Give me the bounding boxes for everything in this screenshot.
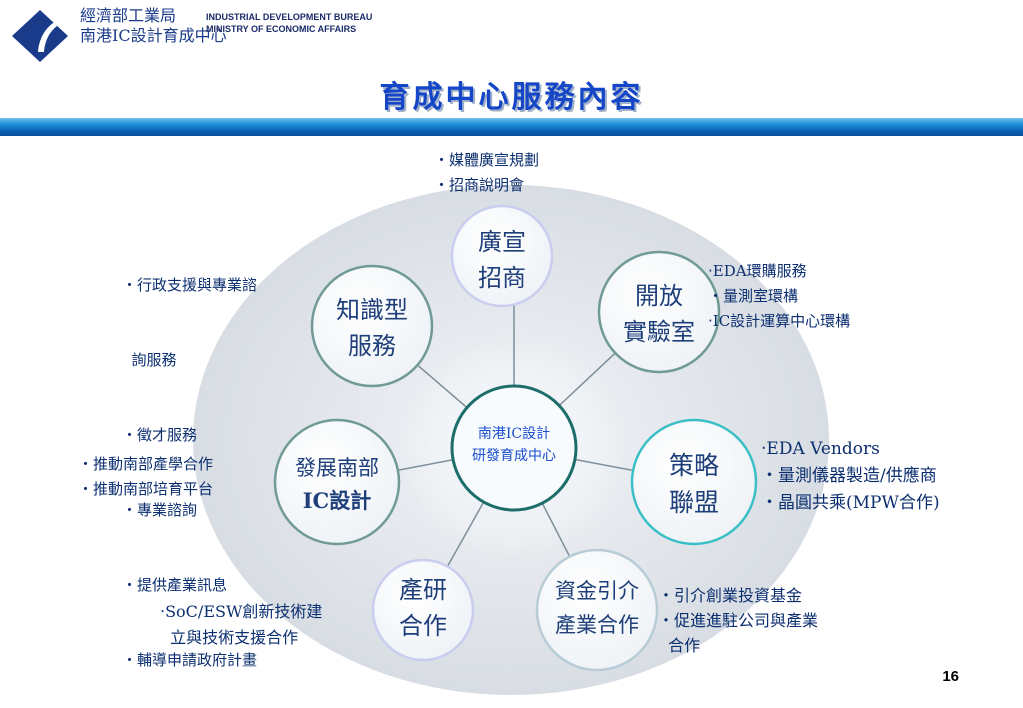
node-open-lab-line2: 實驗室 [623, 318, 695, 346]
bullets-open-lab: ‧EDA環購服務 ‧量測室環構 ‧IC設計運算中心環構 [708, 259, 850, 334]
node-industry-research-line1: 產研 [399, 576, 447, 604]
bullet-item: ‧招商說明會 [434, 176, 525, 194]
node-south-ic: 發展南部 IC設計 [273, 418, 401, 546]
bullet-item: ‧專業諮詢 [122, 501, 198, 519]
bullet-item: 合作 [658, 636, 701, 655]
node-open-lab-line1: 開放 [635, 282, 683, 310]
center-line2: 研發育成中心 [472, 448, 556, 464]
node-funding-line1: 資金引介 [555, 579, 639, 603]
bullets-promotion: ‧媒體廣宣規劃 ‧招商說明會 [434, 148, 539, 198]
header-divider-band [0, 118, 1023, 136]
node-open-lab: 開放 實驗室 [597, 250, 721, 374]
bullet-item: 立與技術支援合作 [160, 628, 299, 647]
bullet-item: ‧晶圓共乘(MPW合作) [761, 493, 940, 513]
node-south-ic-line2: IC設計 [303, 488, 372, 513]
bullets-funding: ‧引介創業投資基金 ‧促進進駐公司與產業 合作 [658, 583, 818, 658]
org-name-english: INDUSTRIAL DEVELOPMENT BUREAU MINISTRY O… [206, 11, 372, 35]
bullet-item: ‧量測室環構 [708, 287, 799, 305]
node-south-ic-line1: 發展南部 [295, 456, 379, 480]
node-knowledge: 知識型 服務 [310, 264, 434, 388]
node-funding: 資金引介 產業合作 [535, 548, 659, 672]
bullet-item: ‧行政支援與專業諮 [122, 276, 258, 294]
bullet-item: ‧媒體廣宣規劃 [434, 151, 540, 169]
bullet-item: ‧量測儀器製造/供應商 [761, 466, 937, 486]
bullet-item: ‧SoC/ESW創新技術建 [160, 602, 323, 621]
node-promotion-line1: 廣宣 [478, 228, 526, 256]
org-name-chinese: 經濟部工業局 南港IC設計育成中心 [80, 6, 227, 46]
center-node: 南港IC設計 研發育成中心 [450, 384, 578, 512]
node-promotion: 廣宣 招商 [450, 204, 554, 308]
node-knowledge-line2: 服務 [348, 332, 396, 360]
node-industry-research-line2: 合作 [399, 612, 447, 640]
page-number: 16 [942, 668, 959, 685]
bullet-item: ‧提供產業訊息 [122, 576, 228, 594]
bullet-item: ‧徵才服務 [122, 426, 198, 444]
bullet-item: ‧EDA環購服務 [708, 262, 807, 280]
node-promotion-line2: 招商 [478, 264, 526, 292]
center-line1: 南港IC設計 [478, 426, 550, 442]
bullets-industry-research: ‧SoC/ESW創新技術建 立與技術支援合作 [160, 599, 322, 651]
bullets-south-ic: ‧推動南部產學合作 ‧推動南部培育平台 [78, 452, 213, 502]
page-title: 育成中心服務內容 [379, 80, 644, 115]
bullet-item: ‧引介創業投資基金 [658, 586, 803, 605]
node-funding-line2: 產業合作 [555, 613, 639, 637]
bullet-item: ‧推動南部產學合作 [78, 455, 214, 473]
bullet-item: 詢服務 [122, 351, 177, 369]
org-en-line1: INDUSTRIAL DEVELOPMENT BUREAU [206, 12, 373, 22]
node-alliance-line1: 策略 [669, 451, 719, 480]
node-knowledge-line1: 知識型 [336, 296, 408, 324]
org-en-line2: MINISTRY OF ECONOMIC AFFAIRS [206, 24, 357, 34]
node-alliance-line2: 聯盟 [669, 488, 719, 517]
bullet-item: ‧推動南部培育平台 [78, 480, 214, 498]
bullet-item: ‧EDA Vendors [761, 439, 880, 459]
bullet-item: ‧促進進駐公司與產業 [658, 611, 819, 630]
org-cn-line2: 南港IC設計育成中心 [80, 26, 227, 45]
bullets-alliance: ‧EDA Vendors ‧量測儀器製造/供應商 ‧晶圓共乘(MPW合作) [761, 436, 940, 517]
node-industry-research: 產研 合作 [371, 558, 475, 662]
bullets-knowledge: ‧行政支援與專業諮 詢服務 ‧徵才服務 ‧專業諮詢 ‧提供產業訊息 ‧輔導申請政… [122, 223, 257, 698]
bullet-item: ‧IC設計運算中心環構 [708, 312, 851, 330]
idb-logo-icon [12, 10, 68, 62]
bullet-item: ‧輔導申請政府計畫 [122, 651, 258, 669]
org-cn-line1: 經濟部工業局 [80, 6, 177, 25]
node-alliance: 策略 聯盟 [630, 418, 758, 546]
